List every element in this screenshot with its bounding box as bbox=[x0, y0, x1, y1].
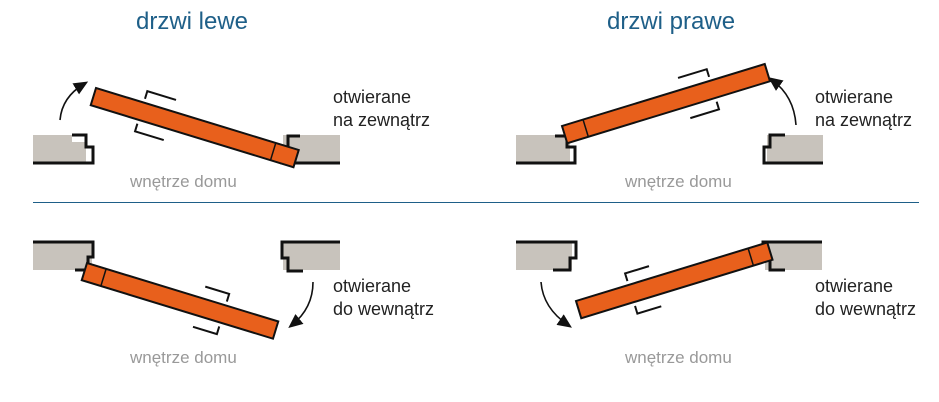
door-leaf-icon bbox=[89, 86, 300, 169]
panel-right-outward bbox=[516, 62, 823, 165]
interior-label: wnętrze domu bbox=[130, 348, 237, 367]
door-leaf-icon bbox=[560, 62, 772, 145]
panel-label: otwierane na zewnątrz bbox=[333, 86, 430, 132]
panel-left-inward bbox=[33, 240, 340, 340]
wall-icon bbox=[516, 242, 572, 270]
label-line: do wewnątrz bbox=[815, 299, 917, 319]
panel-label: otwierane do wewnątrz bbox=[333, 275, 434, 321]
panel-label: otwierane na zewnątrz bbox=[815, 86, 912, 132]
panel-right-inward bbox=[516, 240, 822, 328]
panel-left-outward bbox=[33, 81, 340, 169]
label-line: otwierane bbox=[333, 87, 412, 107]
arrow-icon bbox=[768, 77, 797, 126]
label-line: otwierane bbox=[815, 276, 894, 296]
interior-label: wnętrze domu bbox=[625, 348, 732, 367]
arrow-icon bbox=[59, 81, 89, 121]
door-leaf-icon bbox=[80, 261, 280, 340]
arrow-icon bbox=[540, 281, 572, 328]
interior-label: wnętrze domu bbox=[130, 172, 237, 191]
interior-label: wnętrze domu bbox=[625, 172, 732, 191]
label-line: do wewnątrz bbox=[333, 299, 435, 319]
wall-icon bbox=[767, 135, 823, 163]
wall-icon bbox=[765, 242, 822, 270]
title-left-door: drzwi lewe bbox=[136, 8, 249, 35]
wall-icon bbox=[283, 242, 340, 270]
label-line: otwierane bbox=[815, 87, 894, 107]
wall-icon bbox=[516, 135, 570, 163]
title-right-door: drzwi prawe bbox=[607, 8, 736, 35]
arrow-icon bbox=[288, 281, 314, 329]
section-divider bbox=[33, 202, 919, 203]
door-leaf-icon bbox=[574, 241, 774, 320]
wall-icon bbox=[33, 135, 86, 163]
label-line: otwierane bbox=[333, 276, 412, 296]
label-line: na zewnątrz bbox=[333, 110, 431, 130]
wall-icon bbox=[33, 242, 92, 270]
label-line: na zewnątrz bbox=[815, 110, 913, 130]
panel-label: otwierane do wewnątrz bbox=[815, 275, 916, 321]
